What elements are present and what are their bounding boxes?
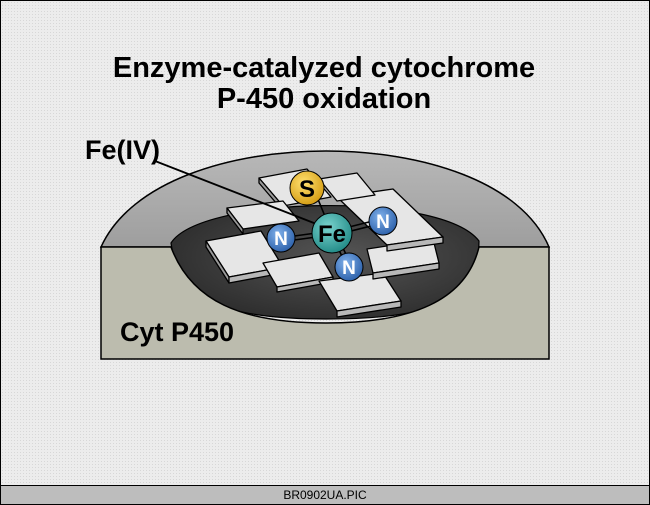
slide-title: Enzyme-catalyzed cytochrome P-450 oxidat… [1,53,647,115]
svg-text:N: N [342,258,356,279]
nitrogen-atom-right: N [368,206,398,236]
title-line-1: Enzyme-catalyzed cytochrome [112,52,536,84]
slide-frame: S Fe N N N Fe(IV) Cyt P450 Enzyme-cataly… [1,1,649,485]
enzyme-diagram: S Fe N N N Fe(IV) Cyt P450 [85,135,551,360]
porphyrin-plate-top-right [318,172,376,202]
iron-atom-label: Fe [318,221,346,248]
heme-porphyrin [205,168,444,318]
svg-text:N: N [376,212,390,233]
nitrogen-atom-left: N [266,223,296,253]
file-name-bar: BR0902UA.PIC [1,486,649,504]
protein-body [100,246,550,360]
nitrogen-atom-bottom: N [334,252,364,282]
sulfur-atom: S [289,170,325,206]
title-line-2: P-450 oxidation [216,83,432,115]
file-name: BR0902UA.PIC [283,488,367,502]
fe-iv-label: Fe(IV) [85,135,160,165]
svg-text:N: N [274,229,288,250]
sulfur-atom-label: S [299,176,315,203]
protein-label: Cyt P450 [120,317,234,347]
fe-label-pointer [154,160,320,226]
iron-atom: Fe [311,212,353,254]
